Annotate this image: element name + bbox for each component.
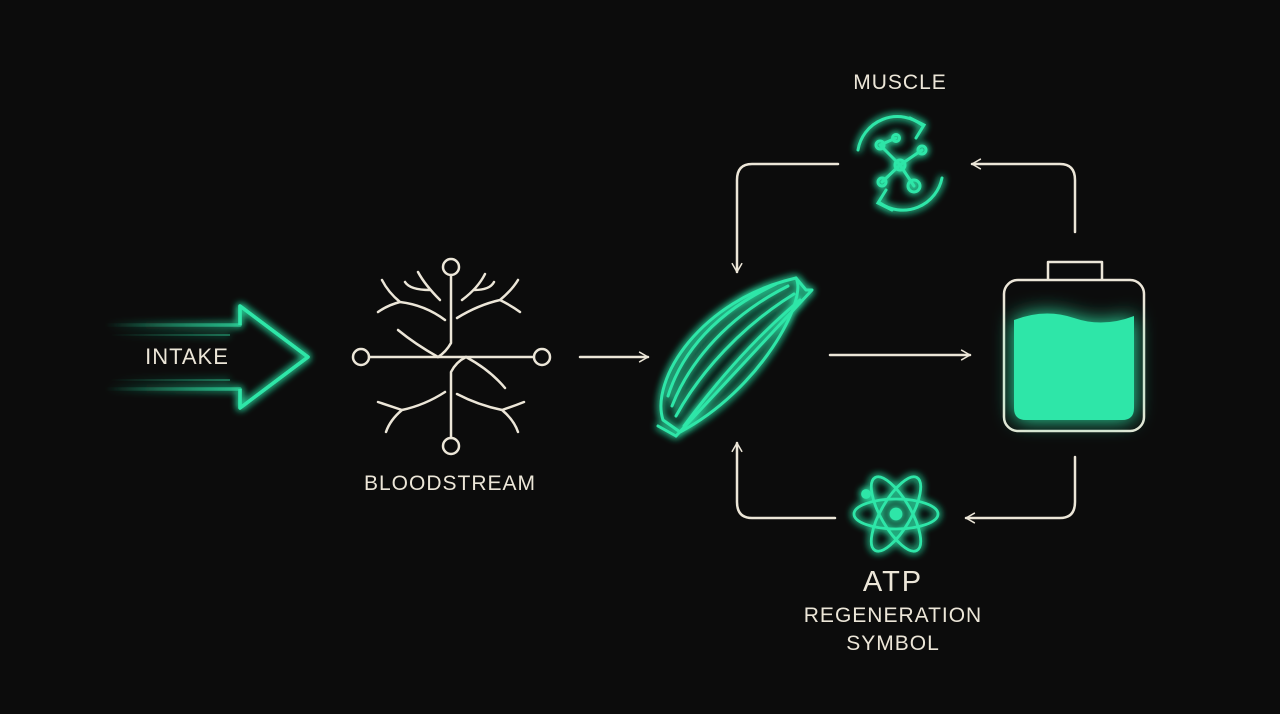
bloodstream-label: BLOODSTREAM: [363, 472, 537, 495]
atp-label: ATP: [862, 566, 924, 598]
regeneration-label: REGENERATION SYMBOL: [773, 602, 1013, 658]
cycle-connectors: [731, 158, 1077, 524]
intake-label: INTAKE: [145, 344, 229, 369]
muscle-fiber-icon: [656, 276, 814, 438]
bloodstream-branch-icon: [351, 257, 552, 456]
regeneration-line-2: SYMBOL: [846, 632, 940, 655]
intake-arrow-icon: [105, 304, 310, 410]
molecule-cycle-icon: [856, 115, 944, 212]
muscle-label: MUSCLE: [853, 71, 947, 94]
battery-icon: [1002, 260, 1146, 433]
regeneration-line-1: REGENERATION: [803, 604, 983, 627]
atom-icon: [852, 475, 940, 553]
